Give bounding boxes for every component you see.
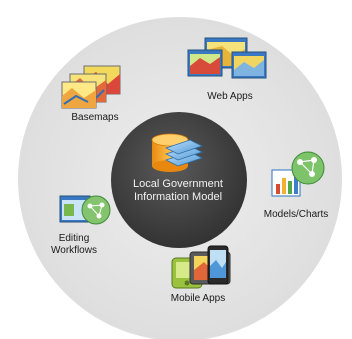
center-title: Local Government Information Model (118, 178, 238, 204)
mobile-devices-icon (171, 245, 231, 289)
center-disc (111, 112, 247, 248)
editing-workflows-label-line2: Workflows (51, 245, 97, 256)
models-charts-label: Models/Charts (263, 209, 329, 220)
database-layers-icon (151, 133, 204, 172)
mobile-apps-label: Mobile Apps (170, 293, 226, 304)
chart-model-icon (271, 151, 325, 197)
map-sheets-icon (61, 65, 121, 109)
editing-workflows-label: Editing Workflows (44, 233, 104, 257)
editing-workflows-label-line1: Editing (58, 233, 90, 244)
web-apps-label: Web Apps (207, 91, 253, 102)
basemaps-label: Basemaps (71, 112, 119, 123)
web-app-windows-icon (187, 37, 267, 79)
center-title-line2: Information Model (133, 191, 223, 203)
editing-workflow-icon (59, 195, 111, 225)
center-title-line1: Local Government (133, 178, 223, 190)
